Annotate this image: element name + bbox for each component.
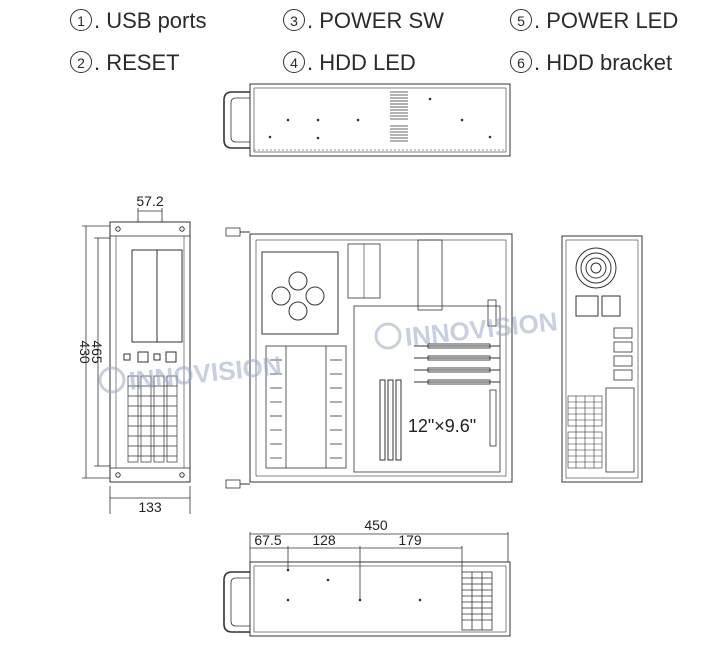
watermark-text: INNOVISION	[403, 306, 558, 352]
top-view-outline	[249, 83, 511, 157]
legend-item-5: 5. POWER LED	[510, 8, 678, 34]
dim-front-bottom: 133	[138, 499, 162, 515]
dim-height-inner: 430	[77, 340, 93, 364]
front-panel-outline	[109, 221, 191, 483]
dim-front-top: 57.2	[136, 193, 163, 209]
front-vent-grille	[127, 375, 178, 463]
legend-label: . RESET	[94, 50, 180, 75]
legend-label: . POWER LED	[534, 8, 679, 33]
power-led-icon	[123, 353, 131, 361]
hdd-cage	[265, 345, 347, 469]
legend-number: 1	[70, 9, 92, 31]
bottom-dimensions	[249, 532, 509, 600]
dim-height-outer: 465	[89, 340, 105, 364]
legend-item-4: 4. HDD LED	[283, 50, 416, 76]
legend-item-2: 2. RESET	[70, 50, 180, 76]
psu-bracket	[417, 239, 443, 311]
front-bottom-ear	[109, 467, 191, 483]
top-view	[223, 83, 511, 157]
bottom-view	[223, 532, 511, 637]
motherboard-area	[353, 299, 501, 473]
rear-panel-outline	[561, 235, 643, 483]
board-size-label: 12"×9.6"	[408, 416, 476, 436]
rear-vent-grille	[567, 395, 603, 469]
watermark-text: INNOVISION	[127, 350, 282, 396]
front-io-controls	[123, 351, 177, 363]
rail-tab-icon	[225, 227, 241, 237]
legend-number: 4	[283, 51, 305, 73]
bottom-handle-icon	[223, 571, 250, 633]
top-vent-grille	[390, 91, 408, 142]
power-socket-icon	[575, 295, 621, 317]
bottom-view-outline	[249, 561, 511, 637]
legend-item-3: 3. POWER SW	[283, 8, 444, 34]
io-shield	[487, 299, 497, 327]
bottom-vent-grille	[461, 571, 493, 631]
rear-slot-covers	[613, 327, 633, 381]
dim-depth-total: 450	[364, 517, 388, 533]
psu-fan-icon	[575, 247, 617, 289]
legend-number: 5	[510, 9, 532, 31]
rail-tab-icon	[225, 479, 241, 489]
legend-item-6: 6. HDD bracket	[510, 50, 672, 76]
legend-number: 3	[283, 9, 305, 31]
reset-button-icon	[153, 353, 161, 361]
front-dimensions	[82, 208, 191, 514]
legend-label: . HDD LED	[307, 50, 416, 75]
top-handle-icon	[223, 91, 250, 149]
fan-bay	[261, 251, 339, 335]
legend-label: . USB ports	[94, 8, 207, 33]
front-top-ear	[109, 221, 191, 237]
power-switch-icon	[137, 351, 149, 363]
expansion-slots	[414, 343, 500, 385]
dim-offset-2: 128	[312, 532, 336, 548]
dim-offset-1: 67.5	[254, 532, 281, 548]
rear-view	[561, 235, 643, 483]
legend-item-1: 1. USB ports	[70, 8, 206, 34]
legend-number: 6	[510, 51, 532, 73]
legend-number: 2	[70, 51, 92, 73]
interior-outline	[249, 233, 513, 483]
front-view	[82, 208, 191, 514]
usb-port-icon	[165, 351, 177, 363]
legend-label: . POWER SW	[307, 8, 444, 33]
interior-view	[225, 227, 513, 489]
component-legend: 1. USB ports 3. POWER SW 5. POWER LED 2.…	[0, 0, 720, 90]
drive-bays	[131, 249, 183, 343]
dim-offset-3: 179	[398, 532, 422, 548]
legend-label: . HDD bracket	[534, 50, 673, 75]
